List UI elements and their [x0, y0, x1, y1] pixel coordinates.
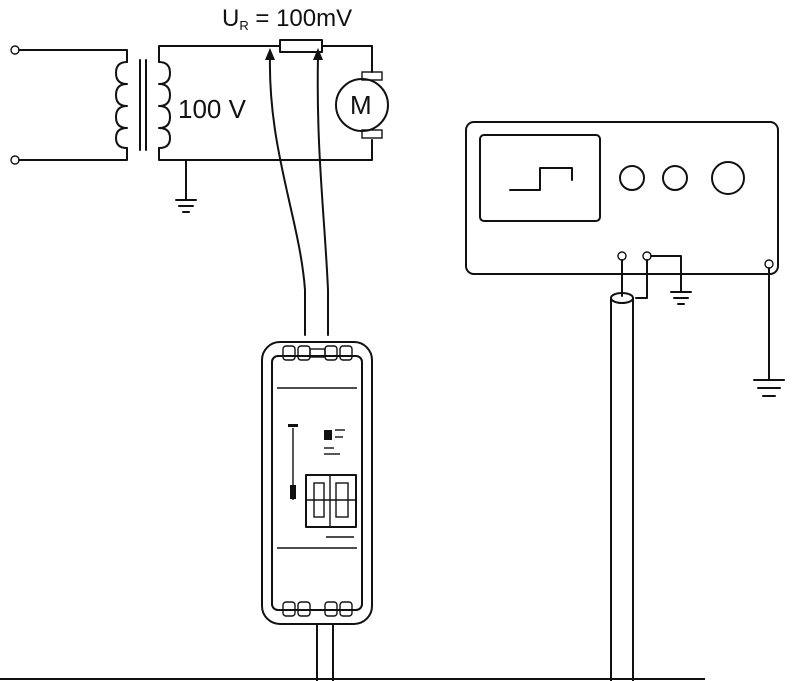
transformer	[115, 59, 171, 151]
square-wave-trace	[509, 167, 573, 191]
primary-winding	[115, 61, 128, 149]
ground-symbol-chassis	[753, 379, 785, 397]
motor	[335, 71, 389, 139]
ac-input-terminals	[10, 45, 128, 165]
oscilloscope-screen	[479, 134, 601, 222]
shunt-resistor	[279, 39, 323, 53]
oscilloscope-knob-2	[662, 165, 688, 191]
oscilloscope-wiring	[621, 255, 770, 381]
probe-leads	[265, 48, 329, 336]
voltage-label-sub: R	[239, 18, 248, 33]
oscilloscope-chassis-terminal	[764, 259, 774, 269]
coax-cable	[610, 292, 634, 681]
range-switch	[305, 474, 357, 528]
ground-symbol-scope	[670, 291, 692, 305]
secondary-circuit	[158, 45, 373, 201]
oscilloscope-knob-3	[711, 161, 745, 195]
isolation-amplifier	[261, 341, 373, 625]
voltage-label: UR = 100mV	[222, 5, 352, 33]
oscilloscope	[465, 121, 779, 275]
oscilloscope-case	[465, 121, 779, 275]
voltage-label-main: U	[222, 5, 239, 32]
output-cable	[316, 623, 334, 681]
oscilloscope-input-signal	[617, 251, 627, 261]
secondary-winding	[158, 61, 171, 149]
voltage-label-value: = 100mV	[249, 5, 352, 32]
ground-symbol-circuit	[175, 199, 197, 213]
motor-symbol-label: M	[350, 90, 372, 120]
oscilloscope-knob-1	[619, 165, 645, 191]
source-voltage-label: 100 V	[178, 94, 247, 124]
oscilloscope-input-ground	[642, 251, 652, 261]
